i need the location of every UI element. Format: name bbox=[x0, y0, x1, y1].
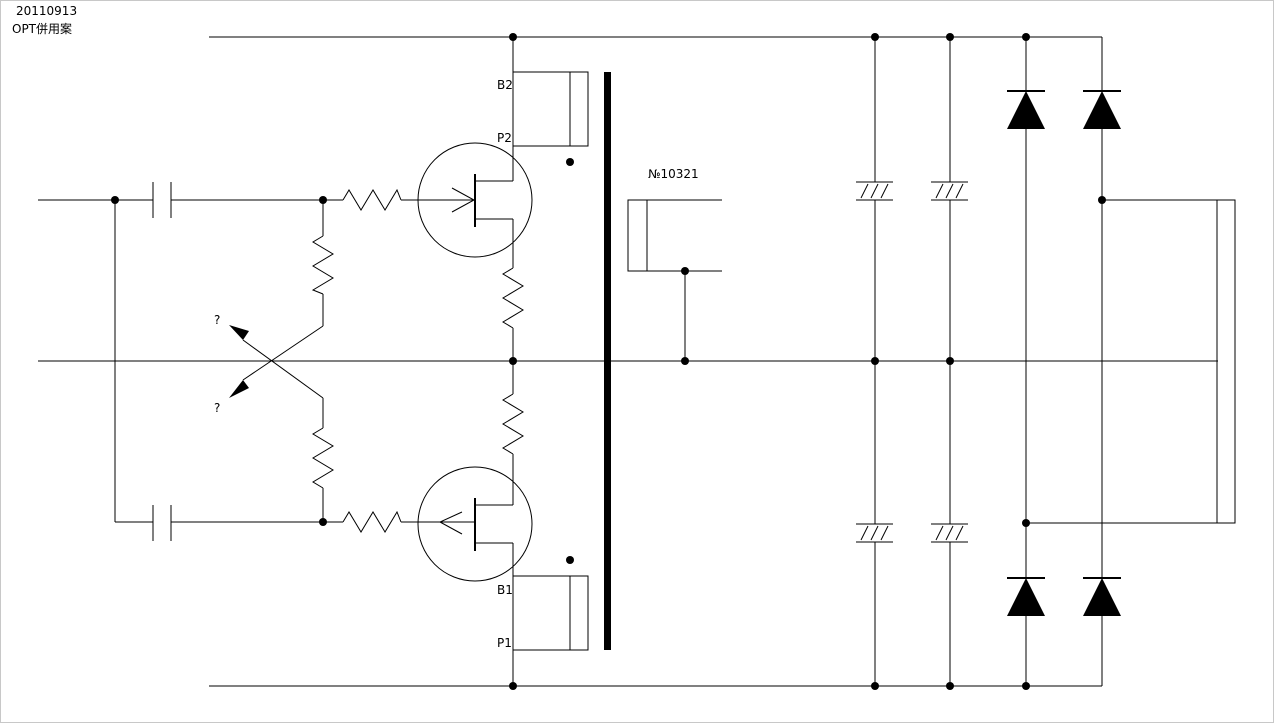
source-resistor-upper bbox=[502, 267, 524, 329]
arrow-lower-gate-icon bbox=[438, 511, 463, 535]
input-section bbox=[38, 182, 474, 541]
diode-icon bbox=[1083, 578, 1121, 616]
gate-resistor-lower bbox=[342, 510, 402, 533]
question-mark-lower: ? bbox=[214, 401, 220, 415]
rails bbox=[38, 36, 1218, 687]
bias-resistor-upper bbox=[311, 235, 334, 295]
part-number-label: №10321 bbox=[648, 167, 699, 181]
input-capacitor-upper bbox=[152, 182, 172, 218]
input-capacitor-lower bbox=[152, 505, 172, 541]
title-label: OPT併用案 bbox=[12, 22, 73, 36]
date-label: 20110913 bbox=[16, 4, 78, 18]
winding-b2 bbox=[569, 71, 589, 147]
arrow-upper-icon bbox=[229, 325, 249, 340]
label-b1: B1 bbox=[497, 583, 513, 597]
transistor-upper bbox=[417, 37, 533, 268]
diode-icon bbox=[1007, 578, 1045, 616]
arrow-upper-gate-icon bbox=[451, 187, 476, 213]
source-resistor-lower bbox=[502, 393, 524, 455]
diode-icon bbox=[1083, 91, 1121, 129]
label-p2: P2 bbox=[497, 131, 512, 145]
arrow-lower-icon bbox=[229, 380, 249, 398]
filter-capacitors bbox=[856, 33, 968, 690]
winding-b1 bbox=[569, 575, 589, 651]
label-b2: B2 bbox=[497, 78, 513, 92]
bridge-rectifier bbox=[1007, 33, 1121, 690]
transformer-core bbox=[604, 72, 611, 650]
power-transformer-winding bbox=[1026, 199, 1236, 524]
secondary-winding bbox=[627, 199, 648, 272]
gate-resistor-upper bbox=[342, 188, 402, 211]
bias-resistor-lower bbox=[312, 427, 334, 489]
output-transformer bbox=[513, 71, 722, 651]
diode-icon bbox=[1007, 91, 1045, 129]
transistor-lower bbox=[417, 454, 533, 686]
question-mark-upper: ? bbox=[214, 313, 220, 327]
label-p1: P1 bbox=[497, 636, 512, 650]
